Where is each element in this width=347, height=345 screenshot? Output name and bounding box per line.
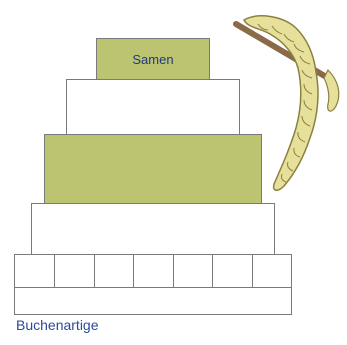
tier-4 [31,203,275,255]
base-cell [55,255,95,287]
diagram-caption: Buchenartige [16,317,99,333]
tier-samen: Samen [96,38,210,80]
base-cell-row [14,254,292,288]
base-cell [15,255,55,287]
catkin-illustration-icon [228,10,346,200]
base-cell [253,255,291,287]
samen-label: Samen [132,52,173,67]
tier-2 [66,79,240,135]
base-cell [95,255,134,287]
base-band [14,287,292,315]
base-cell [174,255,213,287]
base-cell [213,255,253,287]
base-cell [134,255,174,287]
